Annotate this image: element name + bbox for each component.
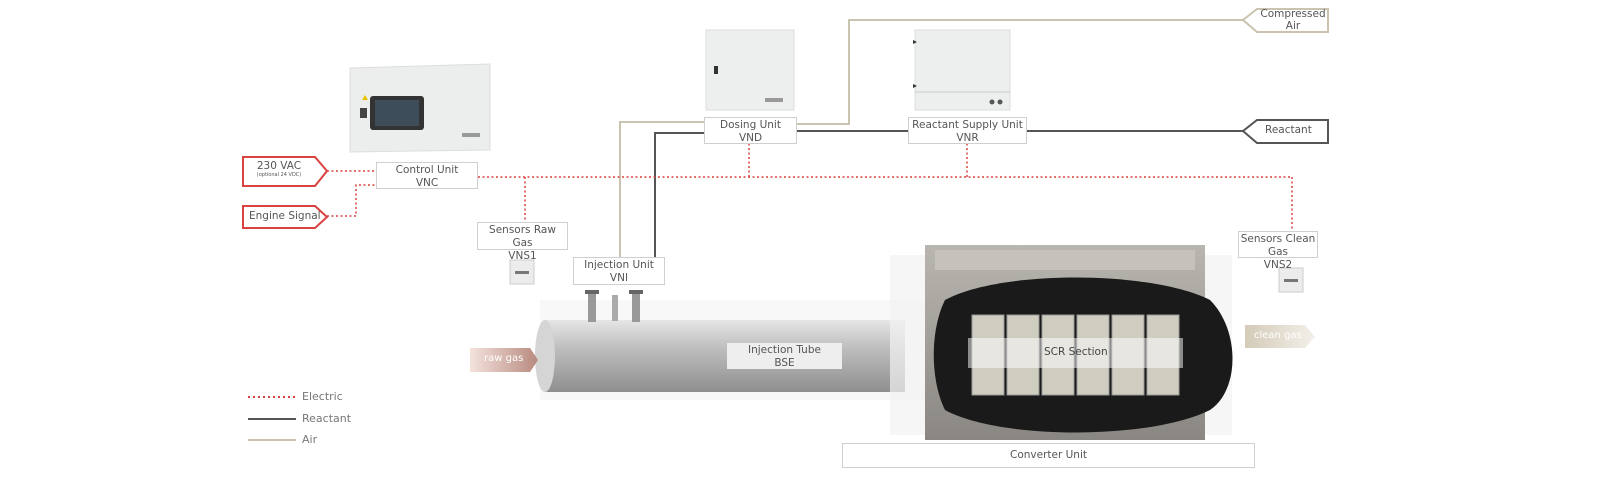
legend-reactant: Reactant	[302, 412, 352, 425]
reactant-input-shape	[1241, 119, 1329, 144]
converter-unit-name: Converter Unit	[1009, 449, 1087, 461]
legend-air: Air	[302, 433, 318, 446]
clean-gas-arrow	[1245, 325, 1315, 348]
engine-signal-shape	[242, 205, 329, 229]
engine-signal-label: Engine Signal	[249, 210, 321, 222]
clean-gas-label: clean gas	[1254, 330, 1302, 341]
sensors-clean-name: Sensors Clean Gas	[1240, 233, 1316, 258]
control-unit-device	[349, 63, 491, 153]
reactant-supply-name: Reactant Supply Unit	[912, 119, 1023, 131]
sensors-clean-code: VNS2	[1263, 259, 1293, 271]
clean-gas-sensor-device	[1278, 267, 1304, 293]
compressed-air-line1: Compressed	[1260, 8, 1326, 20]
dosing-unit-name: Dosing Unit	[720, 119, 781, 131]
power-input-shape	[242, 156, 329, 187]
reactant-supply-code: VNR	[956, 132, 979, 144]
reactant-supply-device	[913, 29, 1011, 111]
injection-tube-code: BSE	[774, 357, 795, 369]
reactant-lines	[654, 130, 1243, 257]
dosing-unit-code: VND	[738, 132, 763, 144]
legend-electric: Electric	[302, 390, 343, 403]
power-label: 230 VAC	[256, 160, 302, 172]
raw-gas-sensor-device	[509, 259, 535, 285]
control-unit-label: Control Unit VNC	[376, 162, 478, 189]
raw-gas-label: raw gas	[484, 353, 524, 364]
reactant-input-label: Reactant	[1265, 124, 1312, 136]
power-input-label: 230 VAC (optional 24 VDC)	[243, 160, 315, 178]
dosing-unit-label: Dosing Unit VND	[704, 117, 797, 144]
injection-unit-name: Injection Unit	[584, 259, 654, 271]
power-sublabel: (optional 24 VDC)	[256, 172, 302, 178]
control-unit-code: VNC	[415, 177, 439, 189]
scr-section-label: SCR Section	[1044, 346, 1108, 358]
injection-tube-name: Injection Tube	[748, 344, 821, 356]
raw-gas-arrow	[470, 348, 538, 372]
injection-tube-label: Injection Tube BSE	[727, 343, 842, 369]
injection-unit-code: VNI	[609, 272, 629, 284]
compressed-air-label: Compressed Air	[1258, 8, 1328, 32]
compressed-air-line2: Air	[1285, 20, 1301, 32]
injection-unit-label: Injection Unit VNI	[573, 257, 665, 285]
air-lines	[619, 19, 1243, 257]
compressed-air-shape	[1241, 8, 1329, 33]
reactant-supply-label: Reactant Supply Unit VNR	[908, 117, 1027, 144]
sensors-clean-label: Sensors Clean Gas VNS2	[1238, 231, 1318, 271]
sensors-raw-label: Sensors Raw Gas VNS1	[477, 222, 568, 262]
electric-lines	[327, 143, 1293, 231]
converter-housing	[890, 245, 1233, 440]
sensors-raw-name: Sensors Raw Gas	[489, 224, 556, 249]
dosing-unit-device	[705, 29, 795, 111]
sensors-raw-code: VNS1	[508, 250, 537, 262]
control-unit-name: Control Unit	[395, 164, 459, 176]
converter-unit-label: Converter Unit	[842, 443, 1255, 468]
